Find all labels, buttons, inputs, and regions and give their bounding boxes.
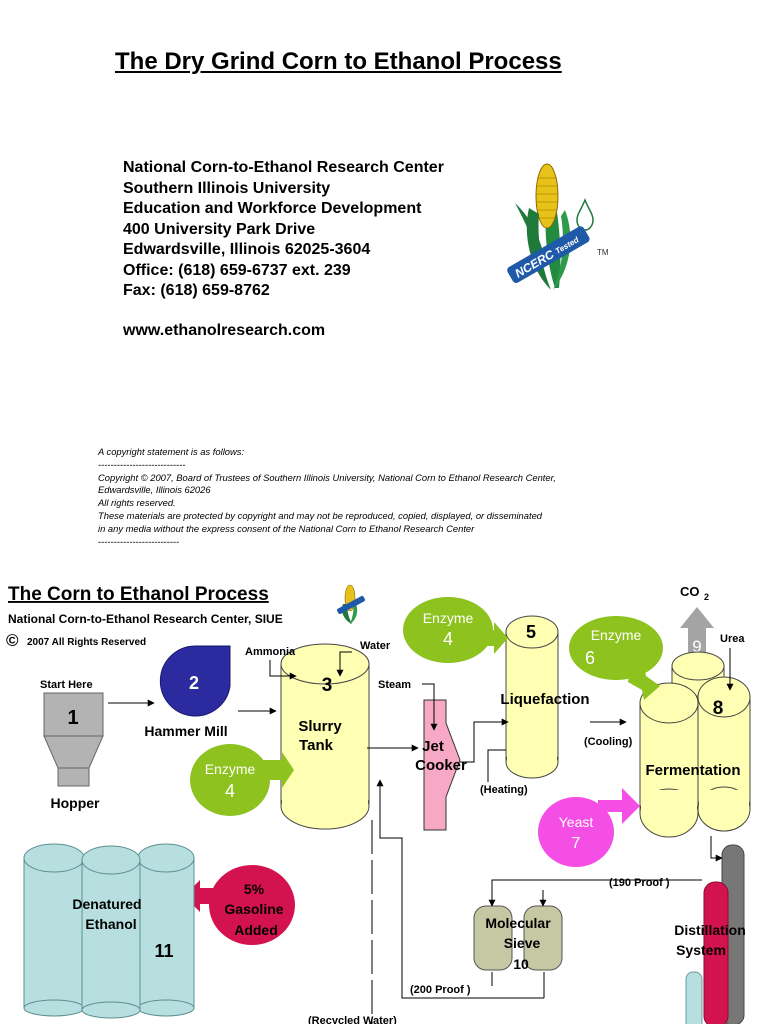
enzyme-b-label: Enzyme	[423, 610, 474, 626]
address-line: Southern Illinois University	[123, 179, 331, 197]
enzyme-b-blob	[403, 597, 493, 663]
jet-cooker-label-1: Jet	[422, 738, 444, 755]
copyright-line: All rights reserved.	[98, 497, 176, 509]
gasoline-label-2: Gasoline	[224, 901, 283, 917]
enzyme-a-blob	[190, 744, 270, 816]
process-diagram: The Corn to Ethanol Process National Cor…	[6, 584, 751, 1024]
slurry-label-1: Slurry	[298, 718, 342, 735]
hopper-number: 1	[67, 707, 78, 729]
address-line: 400 University Park Drive	[123, 220, 316, 238]
gasoline-label-3: Added	[234, 922, 278, 938]
start-here-label: Start Here	[40, 679, 93, 691]
distillation-label-1: Distillation	[674, 922, 746, 938]
hopper-label: Hopper	[51, 795, 101, 811]
diagram-subtitle: National Corn-to-Ethanol Research Center…	[8, 612, 283, 626]
address-line: National Corn-to-Ethanol Research Center	[123, 159, 444, 176]
copyright-line: A copyright statement is as follows:	[98, 446, 245, 457]
copyright-line: --------------------------	[98, 535, 180, 547]
copyright-line: in any media without the express consent…	[98, 522, 475, 534]
yeast-blob	[538, 797, 614, 867]
small-logo-icon	[337, 584, 365, 624]
recycled-water-label: (Recycled Water)	[308, 1015, 397, 1024]
address-block: National Corn-to-Ethanol Research Center…	[123, 158, 444, 302]
address-line: Fax: (618) 659-8762	[123, 282, 270, 299]
diagram-copyright: 2007 All Rights Reserved	[27, 637, 146, 648]
water-label: Water	[360, 640, 391, 652]
sieve-label-1: Molecular	[485, 915, 551, 931]
yeast-arrow	[598, 788, 640, 824]
copyright-line: ----------------------------	[98, 458, 186, 470]
hammer-mill	[159, 645, 231, 717]
urea-label: Urea	[720, 633, 745, 645]
jet-cooker	[423, 699, 461, 831]
denatured-ethanol-storage	[23, 843, 195, 1019]
fermentation-label: Fermentation	[645, 762, 740, 779]
address-line: Office: (618) 659-6737 ext. 239	[123, 261, 351, 279]
cooling-label: (Cooling)	[584, 736, 633, 748]
distillation-label-2: System	[676, 942, 726, 958]
denatured-number: 11	[154, 941, 173, 961]
hammer-mill-number: 2	[189, 673, 199, 693]
enzyme-a-number: 4	[225, 781, 235, 801]
co2-label: CO	[680, 584, 700, 599]
ammonia-label: Ammonia	[245, 646, 296, 658]
enzyme-a-label: Enzyme	[205, 761, 256, 777]
enzyme-c-blob	[569, 616, 663, 680]
heating-label: (Heating)	[480, 784, 528, 796]
liquefaction-label: Liquefaction	[500, 691, 589, 708]
flow-connectors	[108, 648, 734, 1024]
address-line: Edwardsville, Illinois 62025-3604	[123, 241, 371, 258]
sieve-label-2: Sieve	[504, 935, 541, 951]
sieve-number: 10	[513, 956, 529, 972]
yeast-number: 7	[572, 835, 581, 852]
distillation-system	[685, 844, 745, 1024]
enzyme-b-number: 4	[443, 629, 453, 649]
copyright-line: Edwardsville, Illinois 62026	[98, 484, 211, 496]
copyright-block: A copyright statement is as follows: ---…	[98, 446, 556, 548]
liquefaction-number: 5	[526, 622, 536, 642]
hopper	[43, 692, 104, 787]
fermentation-number: 8	[713, 698, 724, 719]
copyright-symbol: ©	[6, 631, 19, 650]
liquefaction-tank	[505, 615, 559, 779]
address-line: Education and Workforce Development	[123, 200, 422, 217]
steam-label: Steam	[378, 679, 411, 691]
fermentation-tanks	[639, 651, 751, 838]
diagram-title: The Corn to Ethanol Process	[8, 584, 269, 605]
yeast-label: Yeast	[559, 814, 594, 830]
enzyme-c-label: Enzyme	[591, 627, 642, 643]
gasoline-label-1: 5%	[244, 881, 265, 897]
ncerc-logo: NCERC Tested TM	[507, 163, 609, 290]
co2-number: 9	[692, 637, 701, 656]
hammer-mill-label: Hammer Mill	[144, 723, 227, 739]
copyright-line: Copyright © 2007, Board of Trustees of S…	[98, 471, 556, 483]
copyright-line: These materials are protected by copyrig…	[98, 509, 542, 521]
proof-200-label: (200 Proof )	[410, 984, 471, 996]
trademark-mark: TM	[597, 248, 609, 257]
enzyme-c-number: 6	[585, 648, 595, 668]
denatured-label-2: Ethanol	[85, 916, 136, 932]
slurry-number: 3	[322, 675, 333, 696]
page-title: The Dry Grind Corn to Ethanol Process	[115, 48, 562, 75]
website-link[interactable]: www.ethanolresearch.com	[123, 322, 326, 339]
co2-subscript: 2	[704, 592, 709, 602]
jet-cooker-label-2: Cooker	[415, 757, 467, 774]
slurry-tank	[280, 643, 370, 830]
denatured-label-1: Denatured	[72, 896, 141, 912]
proof-190-label: (190 Proof )	[609, 877, 670, 889]
slurry-label-2: Tank	[299, 737, 334, 754]
gasoline-blob	[209, 865, 295, 945]
